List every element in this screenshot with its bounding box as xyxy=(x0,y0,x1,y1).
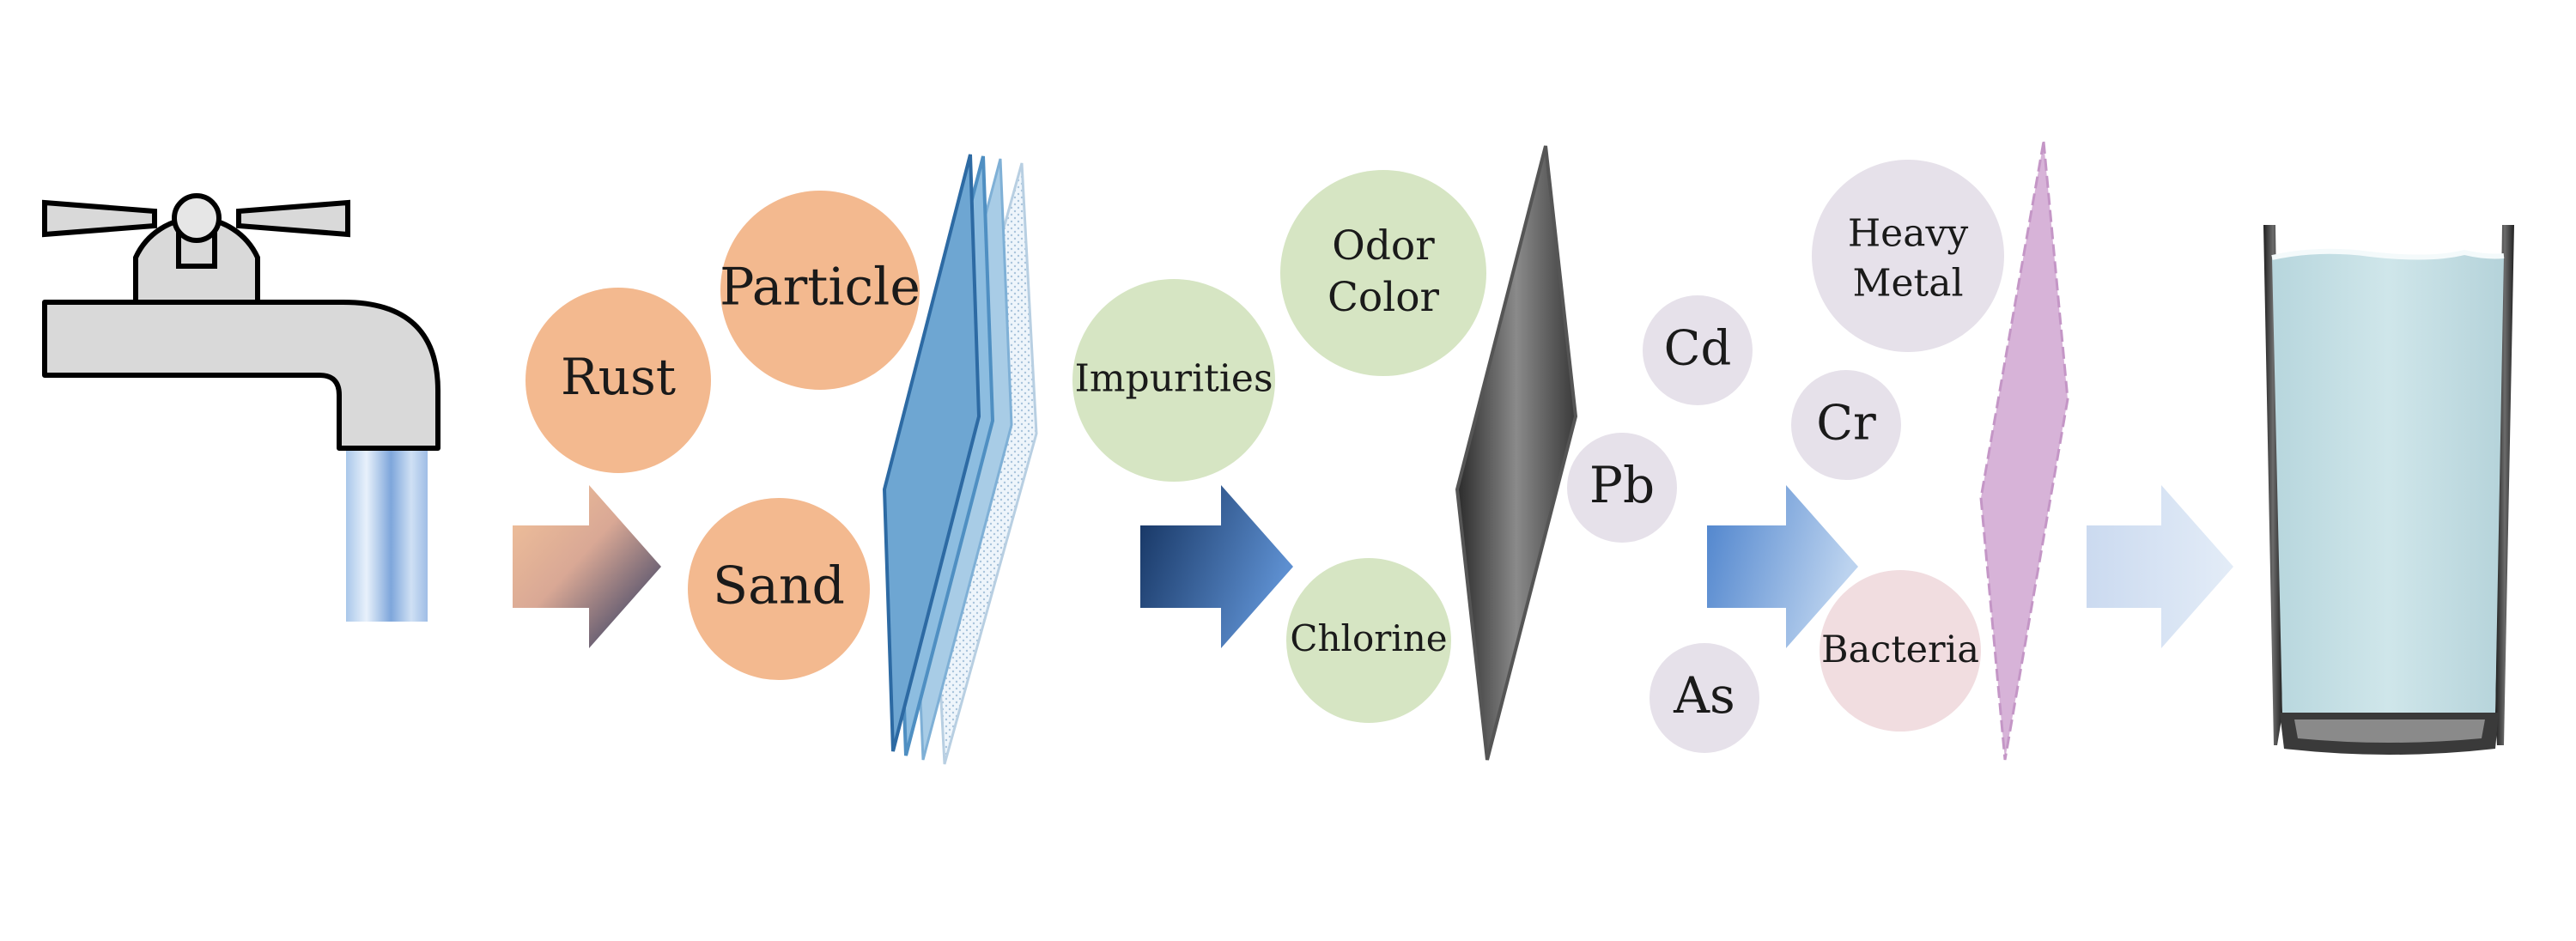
contaminant-bubble: Particle xyxy=(720,191,920,390)
contaminant-label: As xyxy=(1673,666,1735,725)
contaminant-label: Sand xyxy=(713,556,845,616)
membrane-contaminants: Heavy Metal Cd Cr Pb As Bacteria xyxy=(1567,160,2004,753)
contaminant-bubble: Chlorine xyxy=(1286,558,1451,723)
contaminant-label: Impurities xyxy=(1074,357,1273,401)
contaminant-label: Heavy xyxy=(1848,212,1969,256)
carbon-filter-icon xyxy=(1455,145,1578,761)
contaminant-label: Rust xyxy=(561,348,676,406)
contaminant-bubble: Impurities xyxy=(1072,279,1275,482)
sediment-contaminants: Rust Particle Sand xyxy=(526,191,920,680)
flow-arrow-icon xyxy=(1140,485,1293,648)
contaminant-bubble: Cd xyxy=(1643,295,1753,405)
contaminant-label: Pb xyxy=(1589,456,1655,514)
contaminant-bubble: As xyxy=(1649,643,1759,753)
contaminant-label: Chlorine xyxy=(1290,617,1447,659)
contaminant-bubble: Odor Color xyxy=(1280,170,1486,376)
water-stream xyxy=(346,438,428,622)
contaminant-bubble: Rust xyxy=(526,288,711,473)
carbon-contaminants: Impurities Odor Color Chlorine xyxy=(1072,170,1486,723)
contaminant-label: Color xyxy=(1327,274,1440,321)
contaminant-label: Metal xyxy=(1852,262,1963,306)
contaminant-label: Cd xyxy=(1664,321,1732,377)
flow-arrow-icon xyxy=(513,485,661,648)
contaminant-label: Odor xyxy=(1332,222,1435,270)
membrane-filter-icon xyxy=(1979,141,2069,761)
contaminant-bubble: Bacteria xyxy=(1820,570,1981,732)
contaminant-label: Bacteria xyxy=(1821,628,1979,671)
contaminant-bubble: Sand xyxy=(688,498,870,680)
water-glass-icon xyxy=(2263,225,2514,755)
flow-arrow-icon xyxy=(1707,485,1858,648)
flow-arrow-icon xyxy=(2087,485,2233,648)
contaminant-bubble: Pb xyxy=(1567,433,1677,543)
contaminant-bubble: Heavy Metal xyxy=(1812,160,2004,352)
contaminant-bubble: Cr xyxy=(1791,370,1901,480)
contaminant-label: Cr xyxy=(1816,396,1876,452)
sediment-filter-icon xyxy=(882,154,1038,765)
contaminant-label: Particle xyxy=(720,258,920,318)
faucet-icon xyxy=(42,193,440,622)
